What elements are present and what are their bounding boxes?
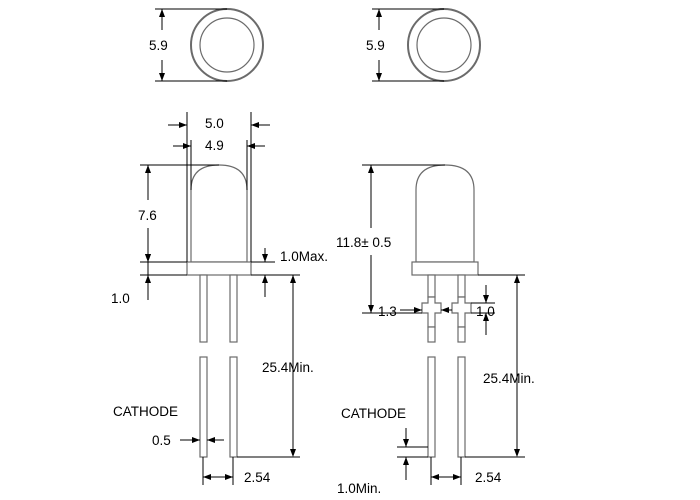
left-cathode-label: CATHODE <box>113 404 178 419</box>
left-lens-width-dims <box>168 112 270 262</box>
right-standoff-height-label: 1.0 <box>476 304 495 319</box>
left-lead-spacing-label: 2.54 <box>244 470 271 485</box>
left-dome-height-label: 7.6 <box>138 208 157 223</box>
left-lead-length-label: 25.4Min. <box>262 360 314 375</box>
left-flange-dim <box>140 254 187 300</box>
left-top-view <box>155 8 264 82</box>
right-top-view <box>372 8 481 82</box>
right-total-height-label: 11.8± 0.5 <box>336 235 391 250</box>
left-flange-max-label: 1.0Max. <box>280 249 328 264</box>
left-lead-width-label: 0.5 <box>152 433 171 448</box>
right-standoff-height-dim <box>471 285 495 335</box>
right-led: 5.9 11.8± 0.5 <box>336 8 535 496</box>
right-standoff-width-dim <box>400 307 452 313</box>
right-lead-min-dim <box>397 428 428 480</box>
left-lead-width-dim <box>180 437 224 443</box>
right-total-height-dim <box>362 164 445 314</box>
left-lead-length-dim <box>237 275 300 458</box>
right-top-view-dia-label: 5.9 <box>366 38 385 53</box>
right-lead-spacing-label: 2.54 <box>475 470 502 485</box>
right-standoff-width-label: 1.3 <box>378 304 397 319</box>
left-top-view-dia-label: 5.9 <box>149 38 168 53</box>
right-lead-length-dim <box>465 274 525 458</box>
left-lens-outer-dim: 5.0 <box>205 116 224 131</box>
right-led-body <box>411 164 479 458</box>
left-led: 5.9 5.0 4.9 <box>111 8 328 485</box>
right-lead-length-label: 25.4Min. <box>483 371 535 386</box>
left-flange-label: 1.0 <box>111 291 130 306</box>
left-flange-max-dim <box>251 248 300 297</box>
right-cathode-label: CATHODE <box>341 406 406 421</box>
left-led-body <box>186 164 252 458</box>
left-lens-inner-dim: 4.9 <box>205 138 224 153</box>
right-lead-spacing-dim <box>430 457 462 485</box>
right-lead-min-label: 1.0Min. <box>337 481 381 496</box>
left-lead-spacing-dim <box>202 457 234 485</box>
